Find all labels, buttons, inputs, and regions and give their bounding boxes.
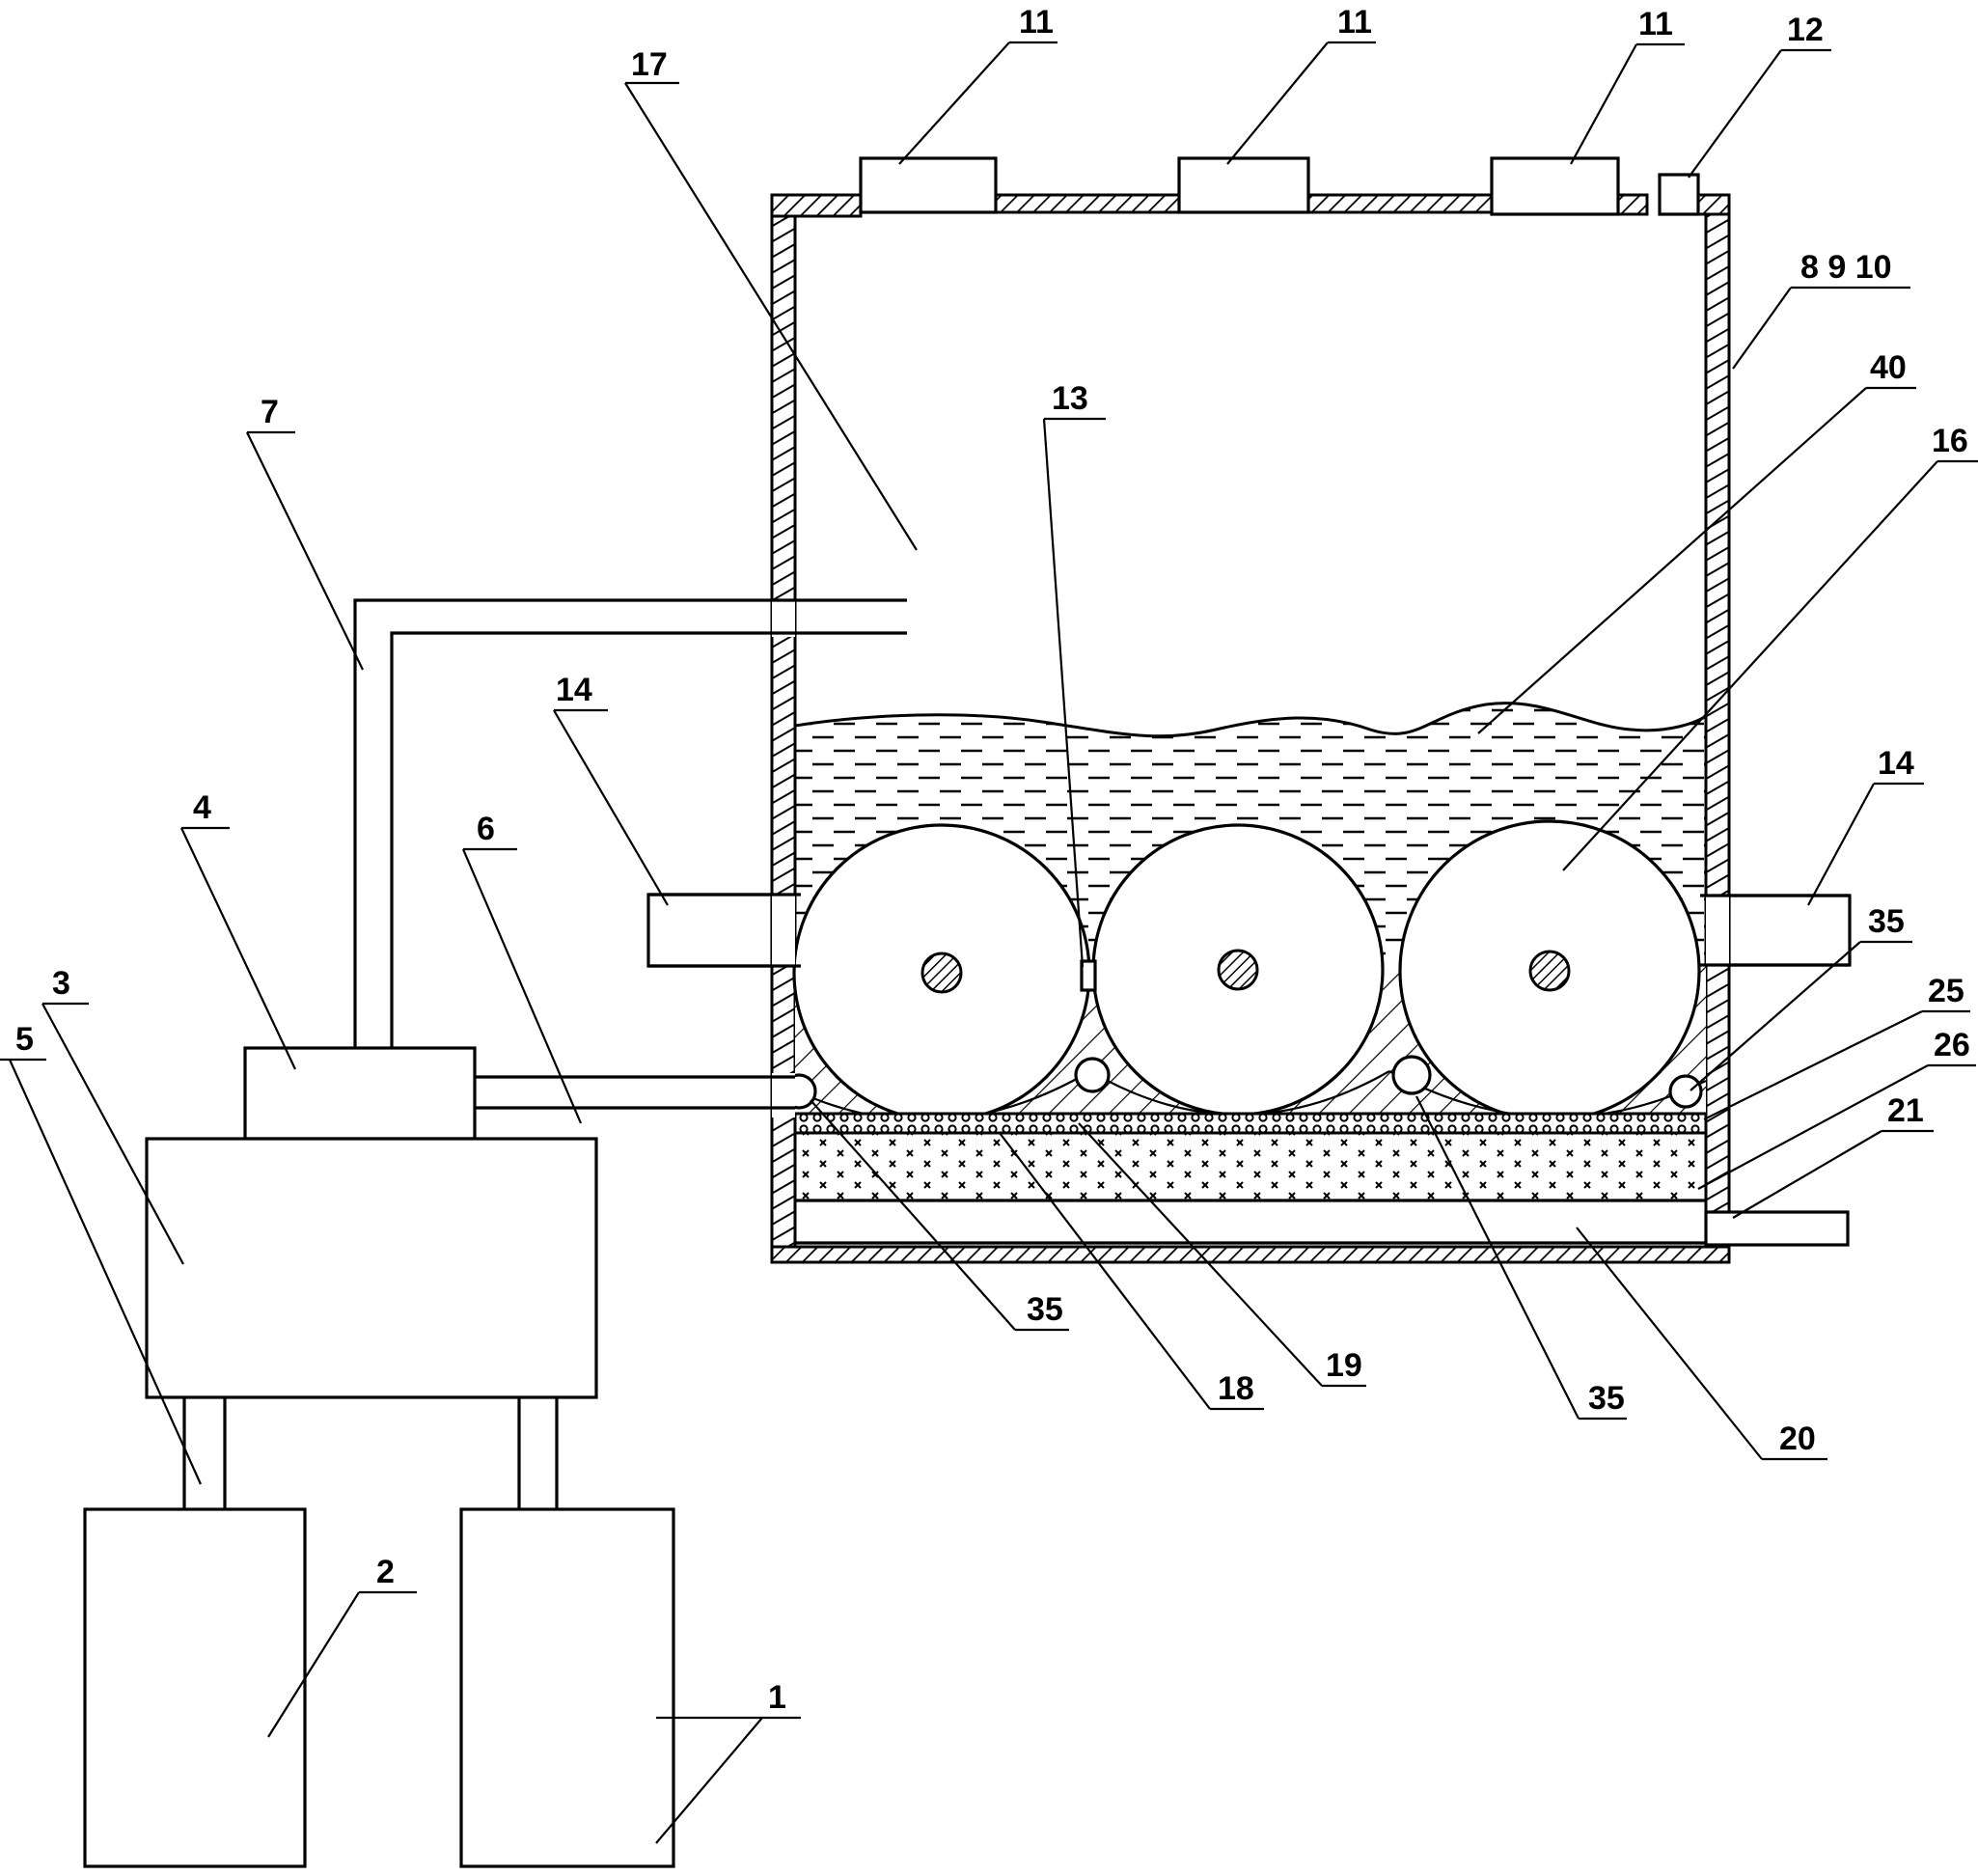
label-11-right: 11 bbox=[1638, 6, 1673, 42]
label-1: 1 bbox=[768, 1679, 786, 1716]
label-8-9-10: 8 9 10 bbox=[1800, 249, 1892, 286]
top-ports bbox=[859, 156, 1700, 216]
top-port-center bbox=[1177, 156, 1310, 214]
label-11-left: 11 bbox=[1019, 4, 1054, 41]
side-pipe-right bbox=[1727, 894, 1852, 967]
reaction-vessel bbox=[770, 193, 1731, 1264]
label-7: 7 bbox=[261, 394, 279, 430]
label-17: 17 bbox=[631, 46, 668, 83]
feed-tubes bbox=[182, 1397, 559, 1529]
ball-2 bbox=[1074, 1057, 1111, 1093]
ball-4 bbox=[1668, 1074, 1703, 1109]
vessel-right-wall bbox=[1704, 193, 1731, 1263]
unit-4 bbox=[243, 1046, 477, 1141]
pipe-7 bbox=[353, 598, 907, 1048]
tank-1 bbox=[459, 1507, 675, 1868]
callout-labels: 1 2 3 4 5 6 7 8 9 10 11 11 11 12 13 14 1… bbox=[15, 4, 1970, 1716]
label-21: 21 bbox=[1887, 1092, 1924, 1129]
axle-right bbox=[1528, 950, 1571, 992]
label-26: 26 bbox=[1934, 1027, 1970, 1063]
label-25: 25 bbox=[1928, 973, 1964, 1009]
outlet-21 bbox=[1704, 1210, 1850, 1247]
layer-26 bbox=[793, 1131, 1708, 1202]
label-11-center: 11 bbox=[1337, 4, 1372, 41]
label-14-left: 14 bbox=[556, 672, 592, 708]
rollers bbox=[792, 819, 1707, 1122]
layer-25 bbox=[793, 1112, 1708, 1135]
top-port-left bbox=[859, 156, 998, 214]
gas-balls bbox=[781, 1055, 1703, 1110]
pipe-6 bbox=[475, 1073, 795, 1117]
label-13: 13 bbox=[1052, 380, 1088, 417]
unit-3 bbox=[145, 1137, 598, 1399]
vessel-top-wall bbox=[770, 193, 863, 218]
leader-lines bbox=[0, 41, 1978, 1844]
label-14-right: 14 bbox=[1878, 745, 1914, 782]
label-3: 3 bbox=[52, 965, 70, 1002]
label-35-right: 35 bbox=[1868, 903, 1905, 940]
label-35-center: 35 bbox=[1588, 1380, 1625, 1417]
label-35-left: 35 bbox=[1027, 1291, 1063, 1328]
separator-13 bbox=[1080, 959, 1097, 992]
small-port bbox=[1658, 173, 1700, 216]
label-5: 5 bbox=[15, 1021, 34, 1058]
label-40: 40 bbox=[1870, 349, 1907, 386]
label-2: 2 bbox=[376, 1554, 395, 1590]
label-18: 18 bbox=[1218, 1370, 1254, 1407]
vessel-bottom-wall bbox=[770, 1245, 1731, 1264]
top-port-right bbox=[1490, 156, 1620, 216]
tank-2 bbox=[83, 1507, 307, 1868]
label-12: 12 bbox=[1787, 12, 1824, 48]
axle-left bbox=[920, 952, 963, 994]
ball-3 bbox=[1391, 1055, 1432, 1095]
label-20: 20 bbox=[1779, 1421, 1816, 1457]
label-19: 19 bbox=[1326, 1347, 1362, 1384]
label-16: 16 bbox=[1932, 423, 1968, 459]
axle-center bbox=[1217, 949, 1259, 991]
label-6: 6 bbox=[477, 811, 495, 847]
label-4: 4 bbox=[193, 789, 211, 826]
